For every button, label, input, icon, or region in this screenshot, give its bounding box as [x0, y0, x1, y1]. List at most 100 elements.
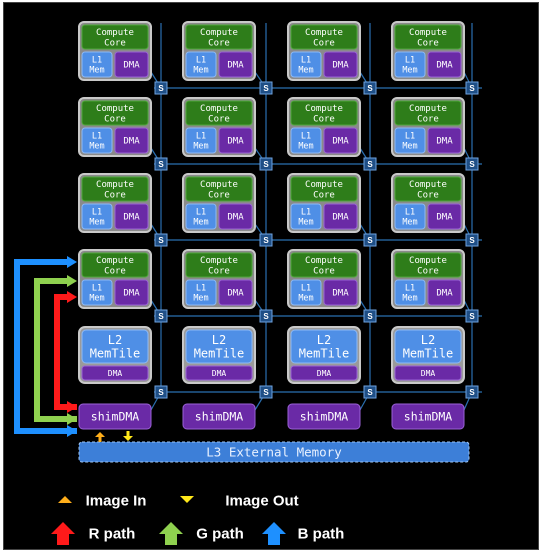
switch-label: S [367, 84, 373, 93]
switch-box [363, 157, 377, 171]
switch-label: S [367, 388, 373, 397]
compute-tile [391, 173, 465, 233]
switch-box [363, 233, 377, 247]
switch-box [259, 233, 273, 247]
switch-box [465, 385, 479, 399]
compute-tile [78, 173, 152, 233]
compute-core-block [394, 252, 462, 278]
image-out-arrow [123, 431, 133, 441]
g-path-arrow-line [34, 278, 77, 422]
compute-tile [182, 173, 256, 233]
shim-dma-block [182, 403, 256, 430]
switch-box [154, 309, 168, 323]
image-out-arrow-shaft [126, 431, 130, 437]
r-path-arrow-head-top [67, 291, 77, 303]
l1-mem-block [81, 279, 113, 306]
image-in-arrow [95, 432, 105, 442]
l1-mem-block [81, 127, 113, 154]
switch-box [259, 157, 273, 171]
dma-label: DMA [332, 289, 349, 299]
l2-memtile [391, 326, 465, 384]
l1-mem-block [290, 203, 322, 230]
l1-mem-block [290, 279, 322, 306]
switch-label: S [469, 312, 475, 321]
b-path-arrow-head-top [67, 256, 77, 268]
compute-tile [182, 21, 256, 81]
l1-mem-block [81, 51, 113, 78]
l2-memtile-block [394, 329, 462, 364]
image-out-arrow-head [123, 436, 133, 441]
g-path-arrow-head-top [67, 275, 77, 287]
dma-label: DMA [227, 289, 244, 299]
compute-core-block [81, 100, 149, 126]
compute-core-block [185, 252, 253, 278]
dma-block [218, 127, 253, 154]
dma-label: DMA [123, 137, 140, 147]
compute-core-block [290, 24, 358, 50]
legend-r-path-icon [51, 522, 75, 545]
compute-tile [182, 249, 256, 309]
shim-dma-block [287, 403, 361, 430]
legend-image-out-icon [180, 496, 194, 503]
dma-block [427, 127, 462, 154]
dma-block [218, 279, 253, 306]
b-path-arrow [14, 256, 77, 437]
l2-dma-label: DMA [421, 369, 436, 378]
l2-dma-block [394, 365, 462, 381]
r-path-arrow-line [54, 294, 77, 410]
l1-mem-block [394, 127, 426, 154]
legend-image-in-label: Image In [86, 492, 147, 509]
dma-label: DMA [227, 61, 244, 71]
shim-dma-label: shimDMA [404, 410, 453, 424]
switch-label: S [367, 160, 373, 169]
shim-dma-block [78, 403, 152, 430]
l1-mem-block [81, 203, 113, 230]
dma-label: DMA [436, 61, 453, 71]
compute-tile [287, 21, 361, 81]
l1-mem-block [290, 127, 322, 154]
switch-box [363, 81, 377, 95]
switch-label: S [469, 236, 475, 245]
l2-dma-block [290, 365, 358, 381]
compute-core-block [394, 176, 462, 202]
compute-tile [78, 21, 152, 81]
compute-core-block [81, 252, 149, 278]
switch-label: S [469, 160, 475, 169]
switch-box [154, 385, 168, 399]
compute-core-block [290, 100, 358, 126]
l1-mem-block [185, 51, 217, 78]
shim-dma-block [391, 403, 465, 430]
dma-block [323, 203, 358, 230]
switch-label: S [263, 160, 269, 169]
l3-external-memory-label: L3 External Memory [206, 444, 342, 459]
dma-block [427, 51, 462, 78]
legend-image-in-icon [58, 496, 72, 503]
switch-label: S [263, 388, 269, 397]
switch-label: S [158, 84, 164, 93]
image-in-arrow-head [95, 432, 105, 437]
dma-block [218, 203, 253, 230]
switch-box [259, 385, 273, 399]
l1-mem-block [185, 127, 217, 154]
switch-label: S [263, 84, 269, 93]
compute-tile [391, 21, 465, 81]
dma-block [323, 127, 358, 154]
compute-tile [78, 97, 152, 157]
